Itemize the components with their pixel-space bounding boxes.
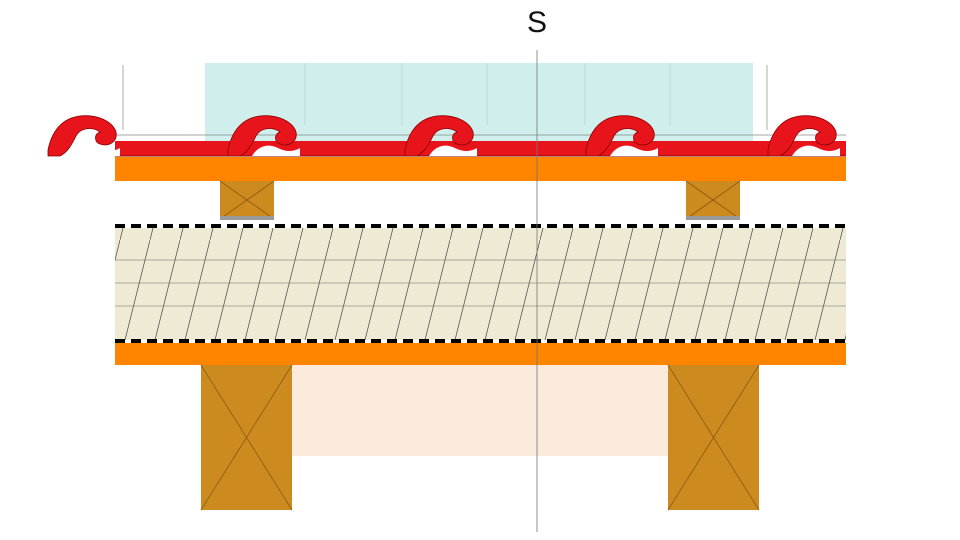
tile-roll — [47, 115, 120, 157]
counter-batten-right — [685, 180, 741, 220]
upper-batten-board — [115, 157, 846, 181]
tile-roll — [404, 115, 477, 157]
tile-roll — [767, 115, 840, 157]
rafter-right — [667, 364, 760, 511]
insulation-layer — [115, 228, 846, 340]
inner-panel — [292, 365, 668, 456]
axis-label: S — [527, 6, 547, 39]
tile-body — [115, 141, 846, 156]
tile-roll — [227, 115, 300, 157]
rafter-left — [200, 364, 293, 511]
roof-tiles — [47, 115, 846, 157]
ventilation-gap — [205, 63, 753, 153]
lower-board — [115, 343, 846, 365]
tile-roll — [585, 115, 658, 157]
counter-batten-left — [219, 180, 275, 220]
